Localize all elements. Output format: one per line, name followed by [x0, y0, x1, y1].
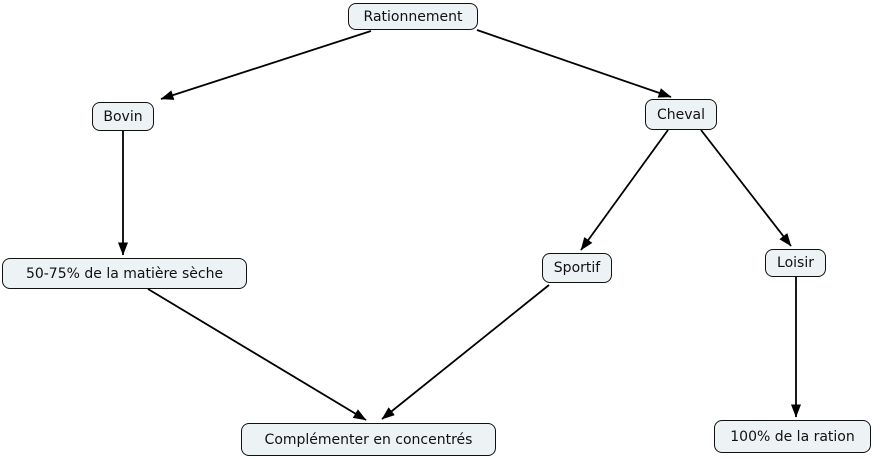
node-complementer[interactable]: Complémenter en concentrés	[241, 423, 496, 456]
edge-rationnement-to-cheval-arrow	[476, 29, 672, 98]
node-ration-complete[interactable]: 100% de la ration	[714, 420, 871, 453]
node-complementer-label: Complémenter en concentrés	[264, 431, 473, 448]
node-sportif-label: Sportif	[553, 260, 601, 276]
node-bovin[interactable]: Bovin	[92, 102, 154, 131]
edge-sportif-to-complementer-arrow	[381, 284, 550, 420]
edge-cheval-to-sportif-arrow	[580, 129, 669, 251]
edge-cheval-to-loisir-arrow	[700, 129, 792, 247]
node-bovin-label: Bovin	[103, 108, 143, 125]
node-cheval-label: Cheval	[656, 106, 705, 123]
node-loisir[interactable]: Loisir	[765, 249, 826, 277]
node-ration-complete-label: 100% de la ration	[730, 428, 855, 445]
node-matiere-seche[interactable]: 50-75% de la matière sèche	[2, 258, 247, 289]
edge-rationnement-to-bovin-arrow	[160, 30, 372, 100]
node-loisir-label: Loisir	[777, 255, 814, 271]
edge-matiere-seche-to-complementer-arrow	[147, 288, 367, 421]
node-matiere-seche-label: 50-75% de la matière sèche	[25, 265, 224, 282]
node-sportif[interactable]: Sportif	[542, 253, 612, 283]
node-cheval[interactable]: Cheval	[645, 99, 717, 130]
node-rationnement-label: Rationnement	[363, 8, 463, 25]
node-rationnement[interactable]: Rationnement	[348, 3, 478, 30]
